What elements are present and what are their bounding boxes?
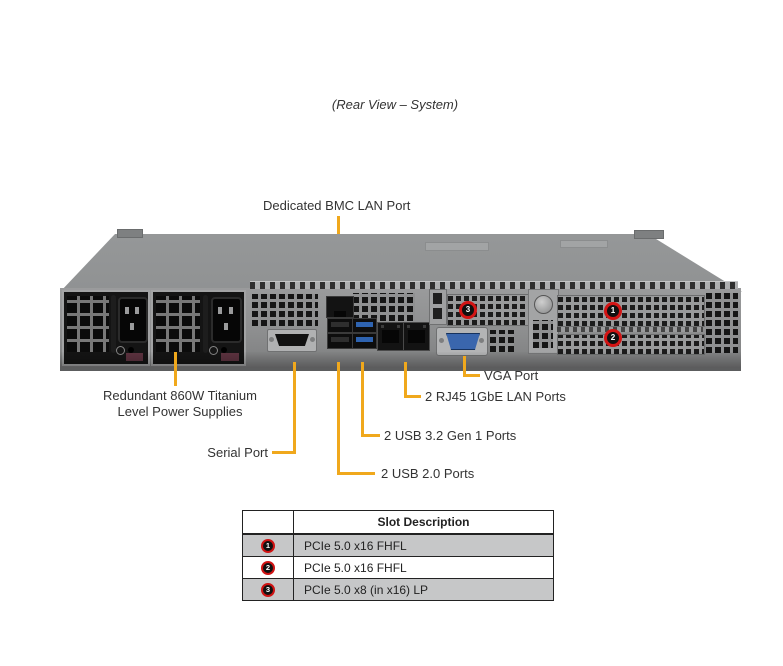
usb3-port-bottom — [352, 333, 377, 349]
slot-bracket-center — [528, 289, 559, 354]
table-row: 3 PCIe 5.0 x8 (in x16) LP — [243, 578, 553, 600]
io-bracket — [429, 289, 447, 325]
psu1-vent-grid — [67, 296, 109, 352]
chassis-top-lid — [60, 234, 742, 292]
psu1-release-latch — [126, 353, 143, 361]
slot-2-marker-icon: 2 — [604, 329, 622, 347]
psu-callout-line — [174, 352, 177, 386]
table-header-row: Slot Description — [243, 511, 553, 534]
lan-callout-line-h — [404, 395, 421, 398]
psu2-vent-grid — [156, 296, 200, 352]
io-vent-grid-right — [490, 330, 514, 352]
lan-label: 2 RJ45 1GbE LAN Ports — [425, 389, 566, 404]
usb3-callout-line-h — [361, 434, 380, 437]
usb2-label: 2 USB 2.0 Ports — [381, 466, 475, 481]
psu-label-line2: Level Power Supplies — [117, 404, 243, 419]
thumbscrew — [534, 295, 553, 314]
table-header-marker-cell — [243, 511, 294, 533]
chassis-bottom-shade — [60, 352, 741, 368]
usb2-port-bottom — [327, 333, 353, 349]
bmc-lan-port — [326, 296, 354, 318]
slot-3-table-marker-icon: 3 — [261, 582, 275, 597]
psu1-ac-inlet — [118, 297, 148, 343]
usb2-callout-line-v — [337, 362, 340, 475]
lid-recess-1 — [425, 242, 489, 251]
pcie-slot-1-cover — [557, 295, 705, 327]
lan-callout-line-v — [404, 362, 407, 398]
bmc-lan-label: Dedicated BMC LAN Port — [263, 198, 411, 213]
psu2-ac-inlet — [211, 297, 242, 343]
chassis-rear-tab-right — [634, 230, 664, 239]
slot-1-table-marker-icon: 1 — [261, 538, 275, 553]
vga-callout-line-h — [463, 374, 480, 377]
psu2-release-latch — [221, 353, 239, 361]
table-row: 2 PCIe 5.0 x16 FHFL — [243, 556, 553, 578]
lid-recess-2 — [560, 240, 608, 248]
io-vent-grid-mid — [353, 293, 415, 321]
serial-callout-line-h — [272, 451, 296, 454]
pcie-slot-2-cover — [557, 334, 705, 355]
slot-divider — [557, 327, 703, 332]
psu2-handle — [203, 295, 208, 353]
slot-2-description: PCIe 5.0 x16 FHFL — [304, 560, 407, 575]
table-row: 1 PCIe 5.0 x16 FHFL — [243, 534, 553, 556]
psu-label-line1: Redundant 860W Titanium — [103, 388, 257, 403]
slot-1-description: PCIe 5.0 x16 FHFL — [304, 538, 407, 553]
serial-port — [267, 329, 317, 352]
usb3-label: 2 USB 3.2 Gen 1 Ports — [384, 428, 517, 443]
power-supply-module-1 — [62, 290, 150, 366]
slot-3-marker-icon: 3 — [459, 301, 477, 319]
vga-label: VGA Port — [484, 368, 539, 383]
io-vent-grid-left — [252, 294, 318, 326]
lan-port-2 — [403, 322, 430, 351]
usb2-callout-line-h — [337, 472, 375, 475]
usb2-port-top — [327, 318, 353, 333]
slot-2-table-marker-icon: 2 — [261, 560, 275, 575]
slot-description-table: Slot Description 1 PCIe 5.0 x16 FHFL 2 P… — [242, 510, 554, 601]
psu1-led — [116, 346, 125, 355]
psu2-button — [221, 347, 227, 353]
slot-3-description: PCIe 5.0 x8 (in x16) LP — [304, 582, 429, 597]
vga-callout-line-v — [463, 356, 466, 377]
psu1-handle — [111, 295, 116, 353]
slot-1-marker-icon: 1 — [604, 302, 622, 320]
usb3-callout-line-v — [361, 362, 364, 437]
table-header-label: Slot Description — [377, 515, 470, 529]
usb3-port-top — [352, 318, 377, 333]
vga-port — [436, 327, 488, 356]
right-corner-vent — [706, 293, 738, 353]
lan-port-1 — [377, 322, 404, 351]
psu1-button — [128, 347, 134, 353]
serial-callout-line-v — [293, 362, 296, 454]
serial-port-label: Serial Port — [207, 445, 268, 460]
diagram-caption: (Rear View – System) — [331, 97, 459, 112]
rear-vent-strip — [250, 281, 738, 289]
power-supply-module-2 — [151, 290, 246, 366]
psu2-led — [209, 346, 218, 355]
chassis-rear-tab-left — [117, 229, 143, 238]
